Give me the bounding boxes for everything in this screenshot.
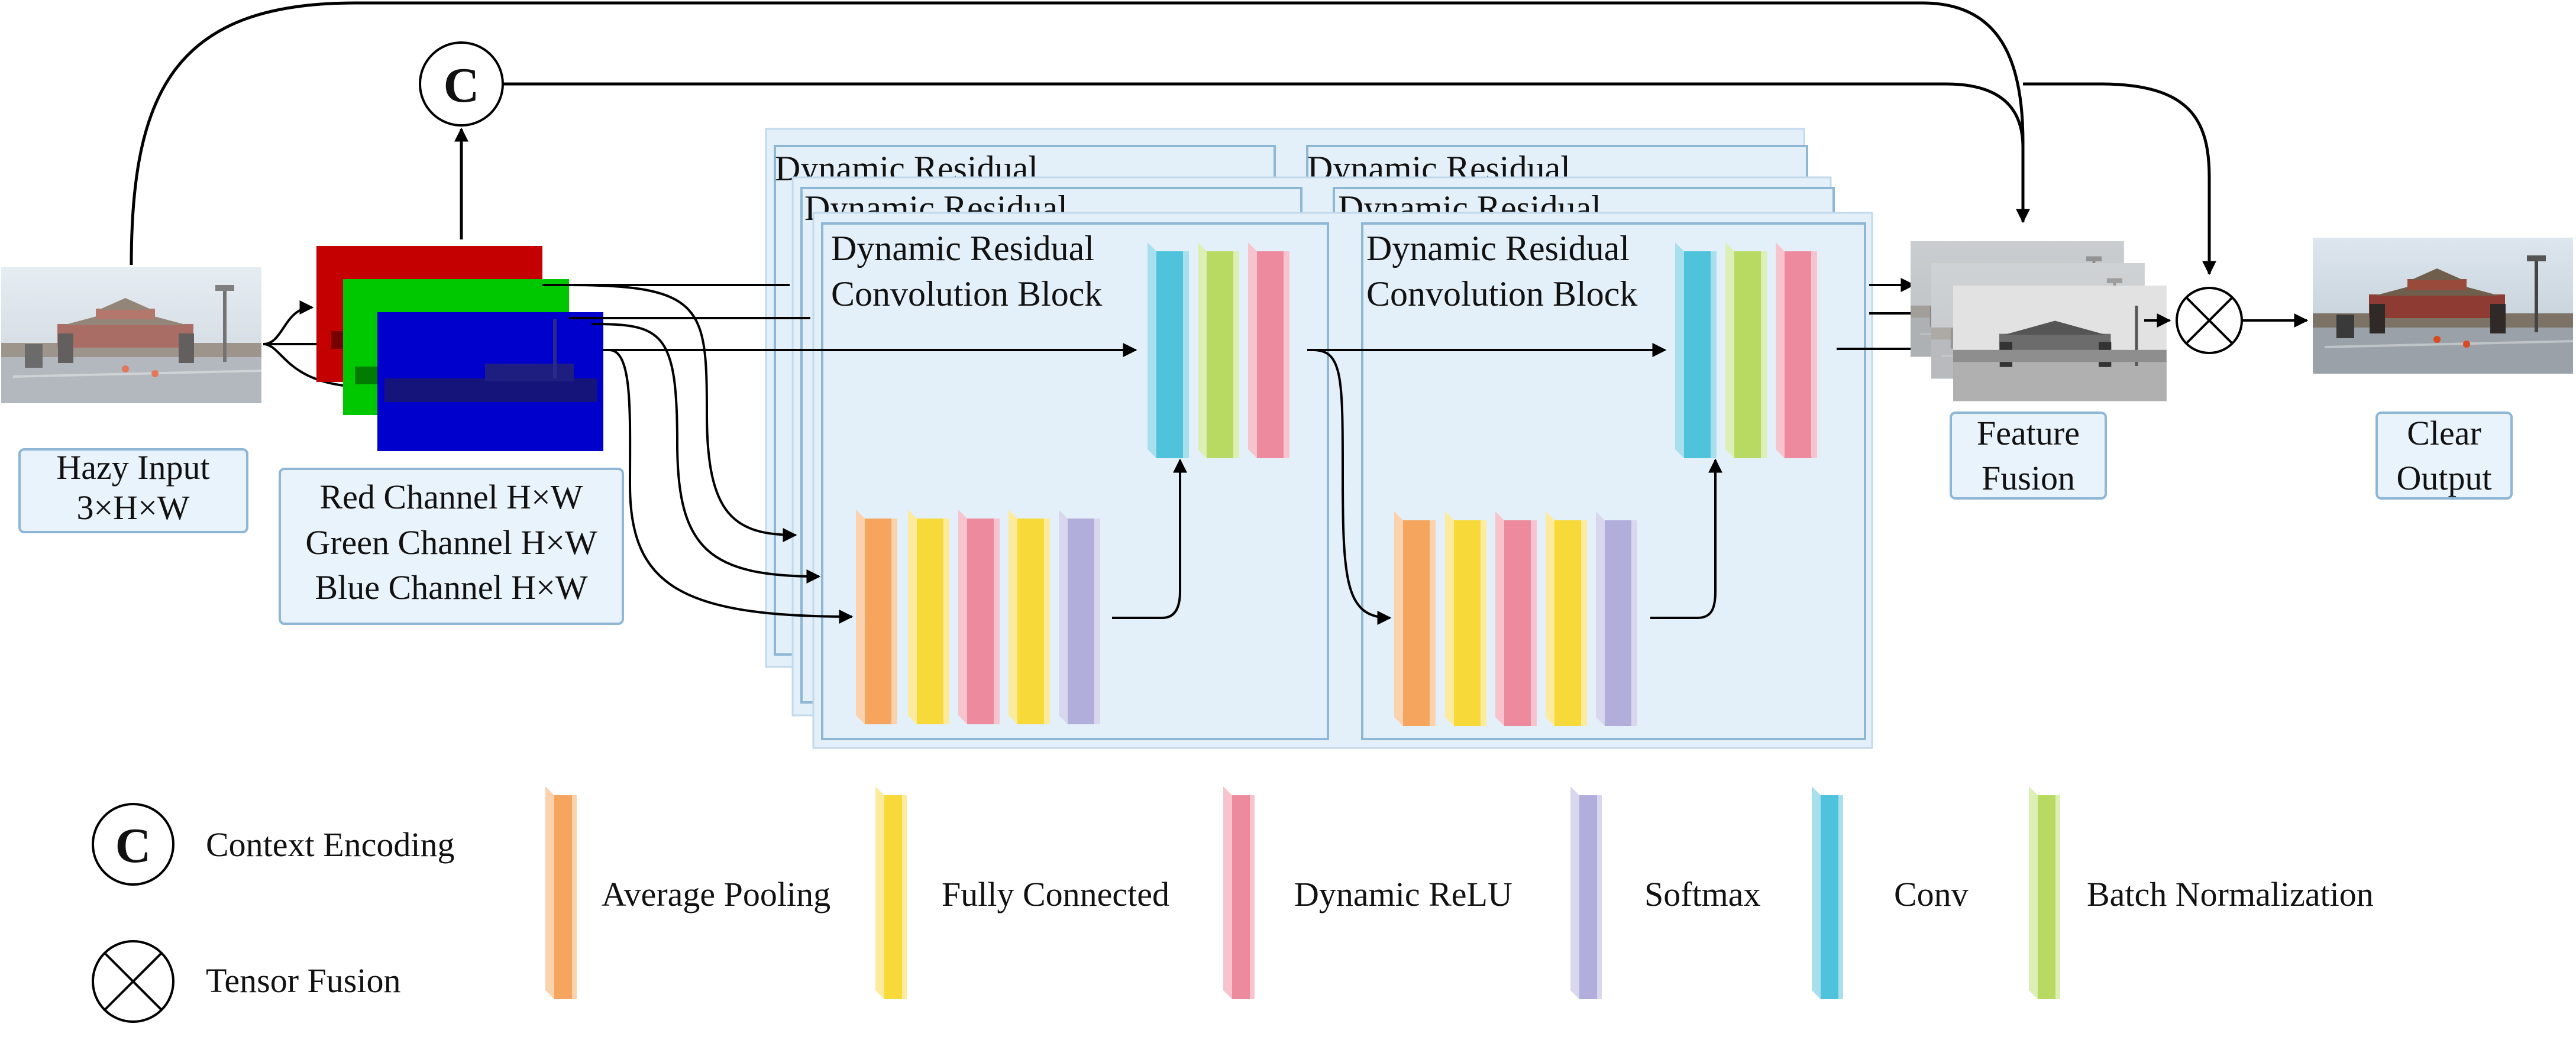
- legend-fully-connected-label: Fully Connected: [942, 875, 1169, 913]
- context-symbol: C: [444, 58, 480, 113]
- feature-fusion-label-box: Feature Fusion: [1950, 412, 2107, 500]
- softmax-to-conv-arrow-2: [1650, 458, 1722, 619]
- drc-block-2-top-layers: [1675, 242, 1817, 458]
- hazy-input-label-2: 3×H×W: [76, 488, 189, 527]
- drc-block-1-title-2: Convolution Block: [831, 274, 1102, 313]
- legend-dynamic-relu-label: Dynamic ReLU: [1294, 875, 1512, 913]
- skip-connection-to-fusion: [130, 1, 2030, 265]
- legend-context-encoding-label: Context Encoding: [206, 825, 454, 864]
- legend-softmax: Softmax: [1570, 786, 1761, 999]
- context-to-tensor-fusion-arrow: [2023, 82, 2216, 276]
- softmax-to-conv-arrow-1: [1112, 458, 1187, 619]
- legend-dynamic-relu: Dynamic ReLU: [1223, 786, 1512, 999]
- red-channel-label: Red Channel H×W: [319, 478, 583, 516]
- input-to-red-arrow: [263, 300, 314, 345]
- blue-channel-label: Blue Channel H×W: [315, 568, 587, 607]
- red-to-stack-bottom-arrow: [567, 284, 797, 542]
- dynamic-relu-layer: [1248, 242, 1289, 458]
- average-pooling-layer: [856, 510, 897, 724]
- legend-tensor-fusion-label: Tensor Fusion: [206, 961, 400, 1000]
- fully-connected-layer: [908, 510, 949, 724]
- legend-batch-normalization-label: Batch Normalization: [2087, 875, 2374, 913]
- batch-norm-layer: [1725, 242, 1767, 458]
- clear-output-label-1: Clear: [2407, 414, 2481, 452]
- hazy-input-label-box: Hazy Input 3×H×W: [18, 448, 248, 533]
- green-channel-label: Green Channel H×W: [305, 523, 597, 562]
- drc-block-2-bottom-layers: [1394, 511, 1637, 726]
- clear-output-image: [2312, 236, 2574, 375]
- dynamic-relu-layer: [1495, 511, 1537, 726]
- context-encoding-node: C: [419, 41, 504, 127]
- softmax-layer: [1059, 510, 1100, 724]
- dynamic-relu-layer: [958, 510, 1000, 724]
- drc-block-2-title-1: Dynamic Residual: [1366, 229, 1630, 268]
- legend-fully-connected: Fully Connected: [875, 786, 1169, 999]
- batch-norm-layer: [1198, 242, 1239, 458]
- fully-connected-layer: [1009, 510, 1050, 724]
- legend-conv: Conv: [1812, 786, 1969, 999]
- legend-context-encoding: C Context Encoding: [92, 803, 454, 886]
- average-pooling-layer: [1394, 511, 1436, 726]
- hazy-input-image: [0, 266, 263, 404]
- legend-tensor-fusion: Tensor Fusion: [92, 940, 400, 1023]
- feature-fusion-label-2: Fusion: [1982, 459, 2075, 497]
- green-to-stack-bottom-arrow: [591, 323, 821, 584]
- clear-output-label-2: Output: [2396, 459, 2491, 497]
- dynamic-relu-layer: [1776, 242, 1817, 458]
- context-to-fusion-arrow: [490, 82, 2025, 148]
- feature-fusion-label-1: Feature: [1977, 414, 2080, 452]
- channels-label-box: Red Channel H×W Green Channel H×W Blue C…: [279, 468, 624, 625]
- clear-output-label-box: Clear Output: [2375, 412, 2513, 500]
- circle-c-icon: [419, 41, 504, 127]
- conv-layer: [1675, 242, 1717, 458]
- blue-channel-image: [377, 312, 603, 451]
- fully-connected-layer: [1546, 511, 1587, 726]
- legend-softmax-label: Softmax: [1644, 875, 1761, 913]
- input-to-blue-arrow: [263, 343, 373, 394]
- legend-batch-normalization: Batch Normalization: [2029, 786, 2374, 999]
- hazy-input-label-1: Hazy Input: [56, 448, 209, 487]
- softmax-layer: [1596, 511, 1637, 726]
- feature-fusion-image-3: [1953, 286, 2167, 401]
- circle-c-icon: [92, 803, 174, 886]
- legend: C Context Encoding Tensor Fusion Average…: [92, 786, 2374, 1023]
- drc-block-1-top-layers: [1148, 242, 1289, 458]
- drc-block-1-title-1: Dynamic Residual: [831, 229, 1094, 268]
- legend-average-pooling: Average Pooling: [545, 786, 830, 999]
- fully-connected-layer: [1445, 511, 1486, 726]
- blue-to-avgpool-arrow: [609, 349, 854, 624]
- block1-to-block2-bottom-arrow: [1313, 349, 1392, 625]
- tensor-fusion-node: [2176, 287, 2243, 354]
- conv-layer: [1148, 242, 1189, 458]
- legend-c-symbol: C: [115, 818, 151, 873]
- drc-block-1-bottom-layers: [856, 510, 1100, 724]
- drc-block-2-title-2: Convolution Block: [1366, 274, 1637, 313]
- legend-conv-label: Conv: [1894, 875, 1969, 913]
- legend-average-pooling-label: Average Pooling: [602, 875, 830, 913]
